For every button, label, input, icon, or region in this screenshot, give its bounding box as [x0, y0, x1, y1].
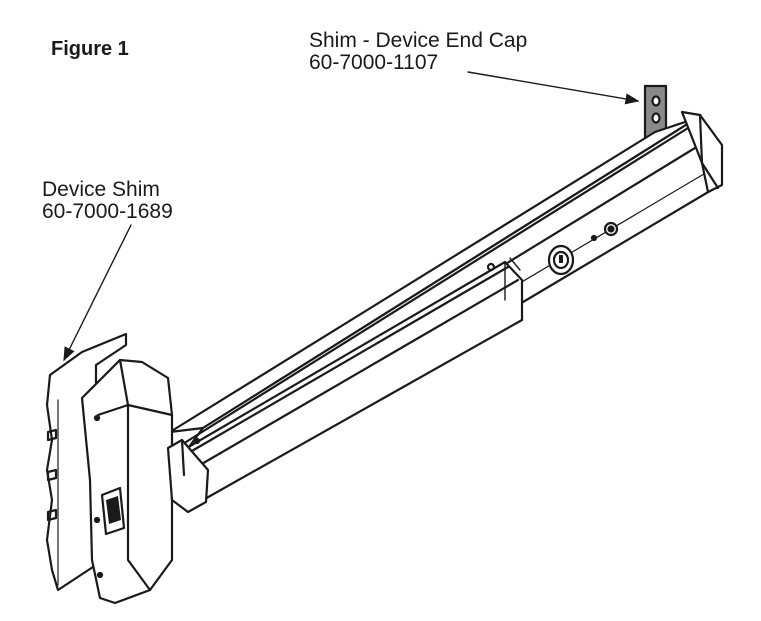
- chassis-housing: [80, 358, 174, 605]
- end-cap-shim: [643, 84, 668, 145]
- device-shim-name: Device Shim: [42, 178, 160, 201]
- end-cap-shim-part-number: 60-7000-1107: [309, 51, 439, 74]
- device-shim: [45, 332, 128, 592]
- push-bar: [178, 257, 524, 502]
- end-cap-shim-name: Shim - Device End Cap: [309, 29, 528, 52]
- end-cap-shim-leader: [467, 71, 640, 105]
- figure-title: Figure 1: [51, 38, 129, 60]
- rail-joint: [166, 438, 210, 514]
- device-shim-callout: Device Shim 60-7000-1689: [42, 179, 173, 223]
- end-cap-shim-callout: Shim - Device End Cap 60-7000-1107: [309, 30, 527, 74]
- device-shim-part-number: 60-7000-1689: [42, 200, 173, 223]
- dogging-cylinder: [547, 221, 619, 276]
- device-shim-leader: [63, 224, 132, 362]
